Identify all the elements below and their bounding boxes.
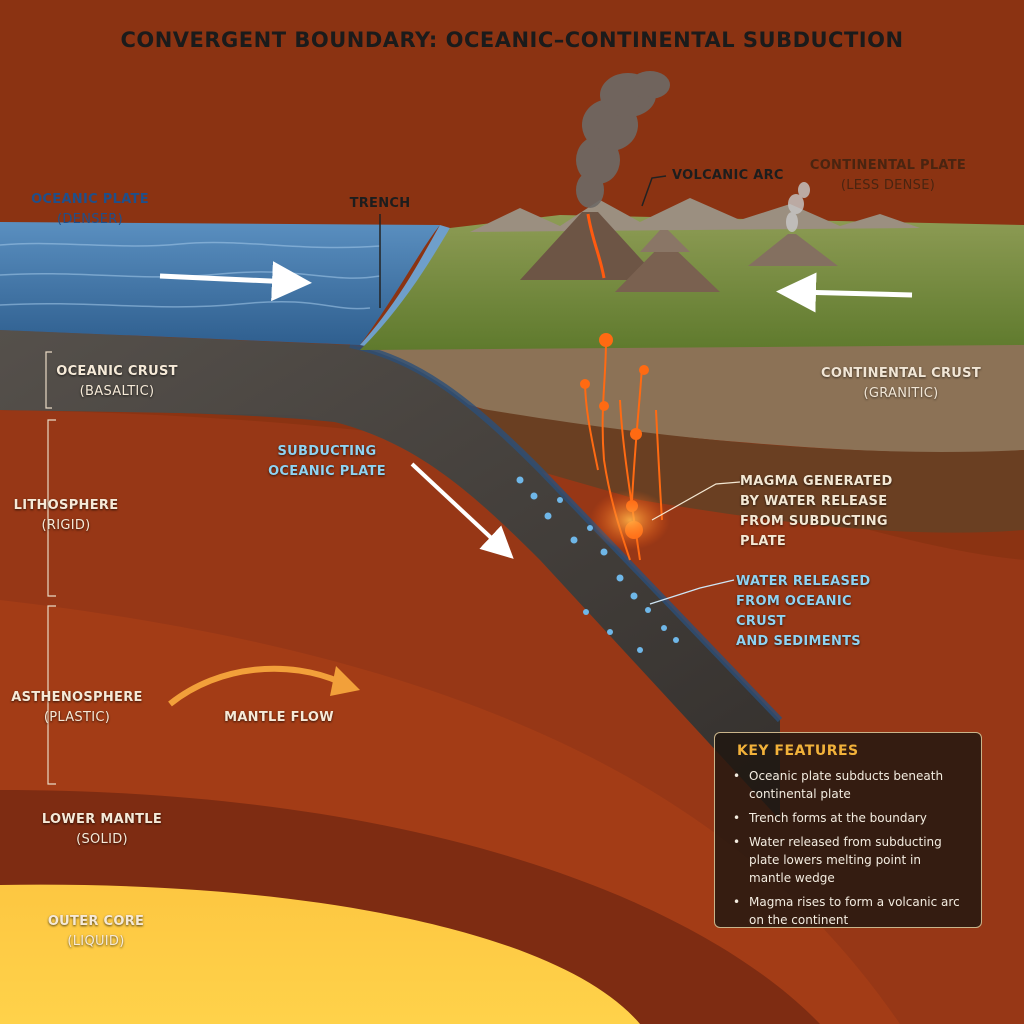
steam-plume <box>786 182 810 232</box>
diagram-title: CONVERGENT BOUNDARY: OCEANIC–CONTINENTAL… <box>120 28 904 52</box>
continental-crust-layer <box>360 340 1024 453</box>
subducting-plate-line1: SUBDUCTING <box>277 444 377 459</box>
key-feature-item: Trench forms at the boundary <box>733 809 965 827</box>
main-volcano <box>520 212 660 280</box>
key-feature-item: Oceanic plate subducts beneath continent… <box>733 767 965 803</box>
magma-label: MAGMA GENERATED BY WATER RELEASE FROM SU… <box>740 472 920 552</box>
continental-plate-label: CONTINENTAL PLATE (LESS DENSE) <box>800 156 976 196</box>
oceanic-crust-label: OCEANIC CRUST (BASALTIC) <box>52 362 182 402</box>
lithosphere-name: LITHOSPHERE <box>13 498 119 513</box>
continental-plate-note: (LESS DENSE) <box>840 178 936 193</box>
third-volcano <box>748 234 838 266</box>
subducting-plate-line2: OCEANIC PLATE <box>268 464 386 479</box>
magma-glow <box>590 490 670 550</box>
magma-line2: BY WATER RELEASE <box>740 494 888 509</box>
oceanic-plate-note: (DENSER) <box>57 212 123 227</box>
subduction-arrow <box>410 462 514 559</box>
continental-motion-arrow <box>776 272 913 313</box>
fourth-volcano <box>640 230 690 252</box>
key-feature-item: Magma rises to form a volcanic arc on th… <box>733 893 965 929</box>
subducting-plate-label: SUBDUCTING OCEANIC PLATE <box>262 442 392 482</box>
outer-core-name: OUTER CORE <box>47 914 145 929</box>
lower-mantle-note: (SOLID) <box>76 832 128 847</box>
water-line2: FROM OCEANIC CRUST <box>736 594 852 629</box>
water-label: WATER RELEASED FROM OCEANIC CRUST AND SE… <box>736 572 906 652</box>
key-features-box: KEY FEATURES Oceanic plate subducts bene… <box>714 732 982 928</box>
volcanic-arc-leader <box>641 175 667 207</box>
lithosphere-note: (RIGID) <box>41 518 91 533</box>
asthenosphere-note: (PLASTIC) <box>43 710 111 725</box>
magma-line3: FROM SUBDUCTING PLATE <box>740 514 888 549</box>
oceanic-plate-label: OCEANIC PLATE (DENSER) <box>30 190 150 230</box>
magma-line1: MAGMA GENERATED <box>740 474 893 489</box>
continental-lower-crust <box>430 400 1024 533</box>
lava-flow <box>586 213 606 279</box>
mantle-flow-arrowhead <box>330 666 360 696</box>
continental-crust-name: CONTINENTAL CRUST <box>821 366 981 381</box>
key-feature-item: Water released from subducting plate low… <box>733 833 965 887</box>
continental-crust-label: CONTINENTAL CRUST (GRANITIC) <box>816 364 986 404</box>
continental-plate-name: CONTINENTAL PLATE <box>809 158 967 173</box>
water-leader <box>649 579 735 605</box>
layer-brackets <box>45 351 56 785</box>
slab-top-edge <box>349 342 783 723</box>
water-line1: WATER RELEASED <box>736 574 871 589</box>
lithosphere-label: LITHOSPHERE (RIGID) <box>2 496 130 536</box>
oceanic-crust-note: (BASALTIC) <box>79 384 155 399</box>
trench-wall <box>360 225 450 348</box>
oceanic-plate-name: OCEANIC PLATE <box>31 192 149 207</box>
water-droplets <box>516 476 679 653</box>
key-features-list: Oceanic plate subducts beneath continent… <box>731 767 965 929</box>
second-volcano <box>615 246 720 292</box>
asthenosphere-name: ASTHENOSPHERE <box>11 690 143 705</box>
continental-crust-note: (GRANITIC) <box>863 386 939 401</box>
key-features-heading: KEY FEATURES <box>737 743 859 759</box>
mantle-flow-label: MANTLE FLOW <box>224 710 334 725</box>
outer-core-label: OUTER CORE (LIQUID) <box>36 912 156 952</box>
magma-leader <box>651 481 741 521</box>
volcanic-arc-label: VOLCANIC ARC <box>672 168 784 183</box>
lower-mantle-label: LOWER MANTLE (SOLID) <box>34 810 170 850</box>
volcanic-arc <box>520 212 838 292</box>
mantle-flow-arrow <box>168 665 342 707</box>
trench-label: TRENCH <box>349 196 411 211</box>
water-line3: AND SEDIMENTS <box>736 634 861 649</box>
oceanic-motion-arrow <box>159 261 312 302</box>
lower-mantle-name: LOWER MANTLE <box>41 812 163 827</box>
asthenosphere-label: ASTHENOSPHERE (PLASTIC) <box>4 688 150 728</box>
ocean <box>0 222 440 345</box>
outer-core-note: (LIQUID) <box>67 934 125 949</box>
subducting-slab <box>0 330 780 820</box>
ocean-waves <box>0 241 381 310</box>
oceanic-crust-name: OCEANIC CRUST <box>56 364 178 379</box>
ash-plume <box>576 71 670 208</box>
